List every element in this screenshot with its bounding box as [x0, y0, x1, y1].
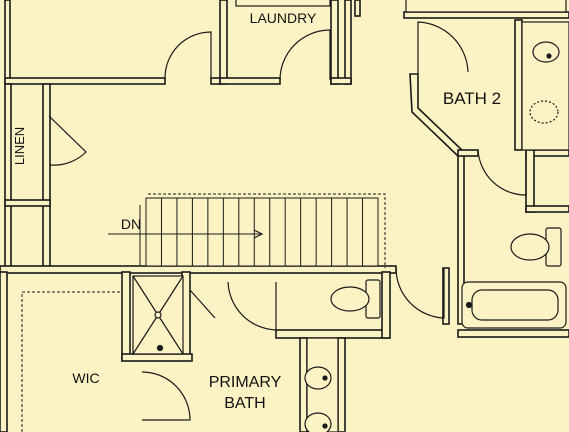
wall-door-jamb: [442, 267, 450, 325]
door-shower-glass: [189, 289, 216, 319]
stair-rail: [148, 193, 386, 268]
door-primary-bath: [141, 371, 191, 421]
wall-bath2-top: [403, 11, 569, 19]
label-wic: WIC: [72, 370, 99, 386]
wall-wic-left: [0, 271, 8, 432]
wall-shower-left: [121, 271, 131, 361]
wic-shelf: [21, 291, 120, 432]
door-bath2: [417, 21, 469, 74]
primary-fixtures: [132, 275, 381, 432]
bath2-fixtures: [461, 21, 569, 329]
label-primary-bath-line2: BATH: [224, 395, 265, 412]
wall-stair-bottom: [0, 265, 397, 274]
wall-primary-wc-right: [381, 271, 391, 339]
wall-linen-right: [42, 83, 51, 270]
wall-top-stub: [354, 0, 361, 17]
wall-laundry-bottom-left: [219, 77, 281, 85]
wall-laundry-right: [330, 0, 339, 85]
wall-top-room-bottom: [4, 77, 166, 85]
wall-left-hall: [4, 83, 12, 273]
room-labels: LAUNDRY BATH 2 LINEN WIC PRIMARY BATH DN: [12, 10, 501, 412]
bath2-vanity: [521, 21, 569, 151]
wall-bath2-inner: [457, 149, 479, 157]
bath2-tub-inner: [471, 289, 559, 321]
label-laundry: LAUNDRY: [250, 10, 317, 26]
primary-sink-2-drain: [322, 423, 328, 429]
stair-outline: [145, 197, 379, 267]
label-primary-bath-line1: PRIMARY: [209, 374, 282, 391]
shelving: [21, 193, 386, 432]
shower-drain: [154, 311, 162, 319]
primary-sink-2: [304, 412, 332, 432]
wall-shower-bottom: [121, 353, 193, 362]
wall-wc-left: [525, 149, 535, 213]
primary-sink-1-drain: [322, 375, 328, 381]
primary-toilet-bowl: [330, 286, 370, 312]
door-top-left: [164, 31, 212, 79]
staircase: [108, 197, 379, 267]
wall-left-upper: [4, 0, 11, 84]
door-bath2-wc: [477, 149, 527, 196]
bath2-sink: [532, 41, 560, 63]
bath2-fixture-dashed: [529, 100, 559, 124]
wall-wc-bottom: [525, 205, 569, 213]
bath2-counter-top: [405, 0, 567, 13]
wall-primary-vanity-left: [299, 337, 308, 432]
label-stair-direction: DN: [121, 216, 141, 232]
laundry-shelf: [235, 0, 331, 7]
doors: [48, 21, 527, 421]
label-linen: LINEN: [12, 127, 27, 165]
door-primary-wc: [227, 281, 277, 331]
door-bath2-entry: [395, 267, 445, 319]
wall-closet-right: [344, 0, 352, 85]
shower-head: [156, 344, 164, 352]
door-laundry: [279, 29, 331, 81]
stair-treads: [160, 198, 364, 266]
laundry-fixtures: [235, 0, 567, 13]
label-bath2: BATH 2: [443, 89, 501, 108]
primary-sink-1: [304, 366, 332, 390]
wall-primary-vanity-right: [337, 337, 346, 432]
bath2-sink-drain: [546, 53, 552, 59]
bath2-tub-drain: [465, 301, 473, 309]
bath2-toilet-bowl: [510, 233, 550, 261]
wall-laundry-left: [219, 0, 228, 85]
wall-bath2-vanity: [514, 19, 523, 151]
door-linen: [48, 115, 87, 166]
wall-primary-wc-bottom: [275, 329, 389, 339]
wall-laundry-bottom-right: [330, 77, 352, 85]
wall-linen-bottom: [4, 199, 51, 207]
wall-tub-bottom: [457, 329, 569, 338]
